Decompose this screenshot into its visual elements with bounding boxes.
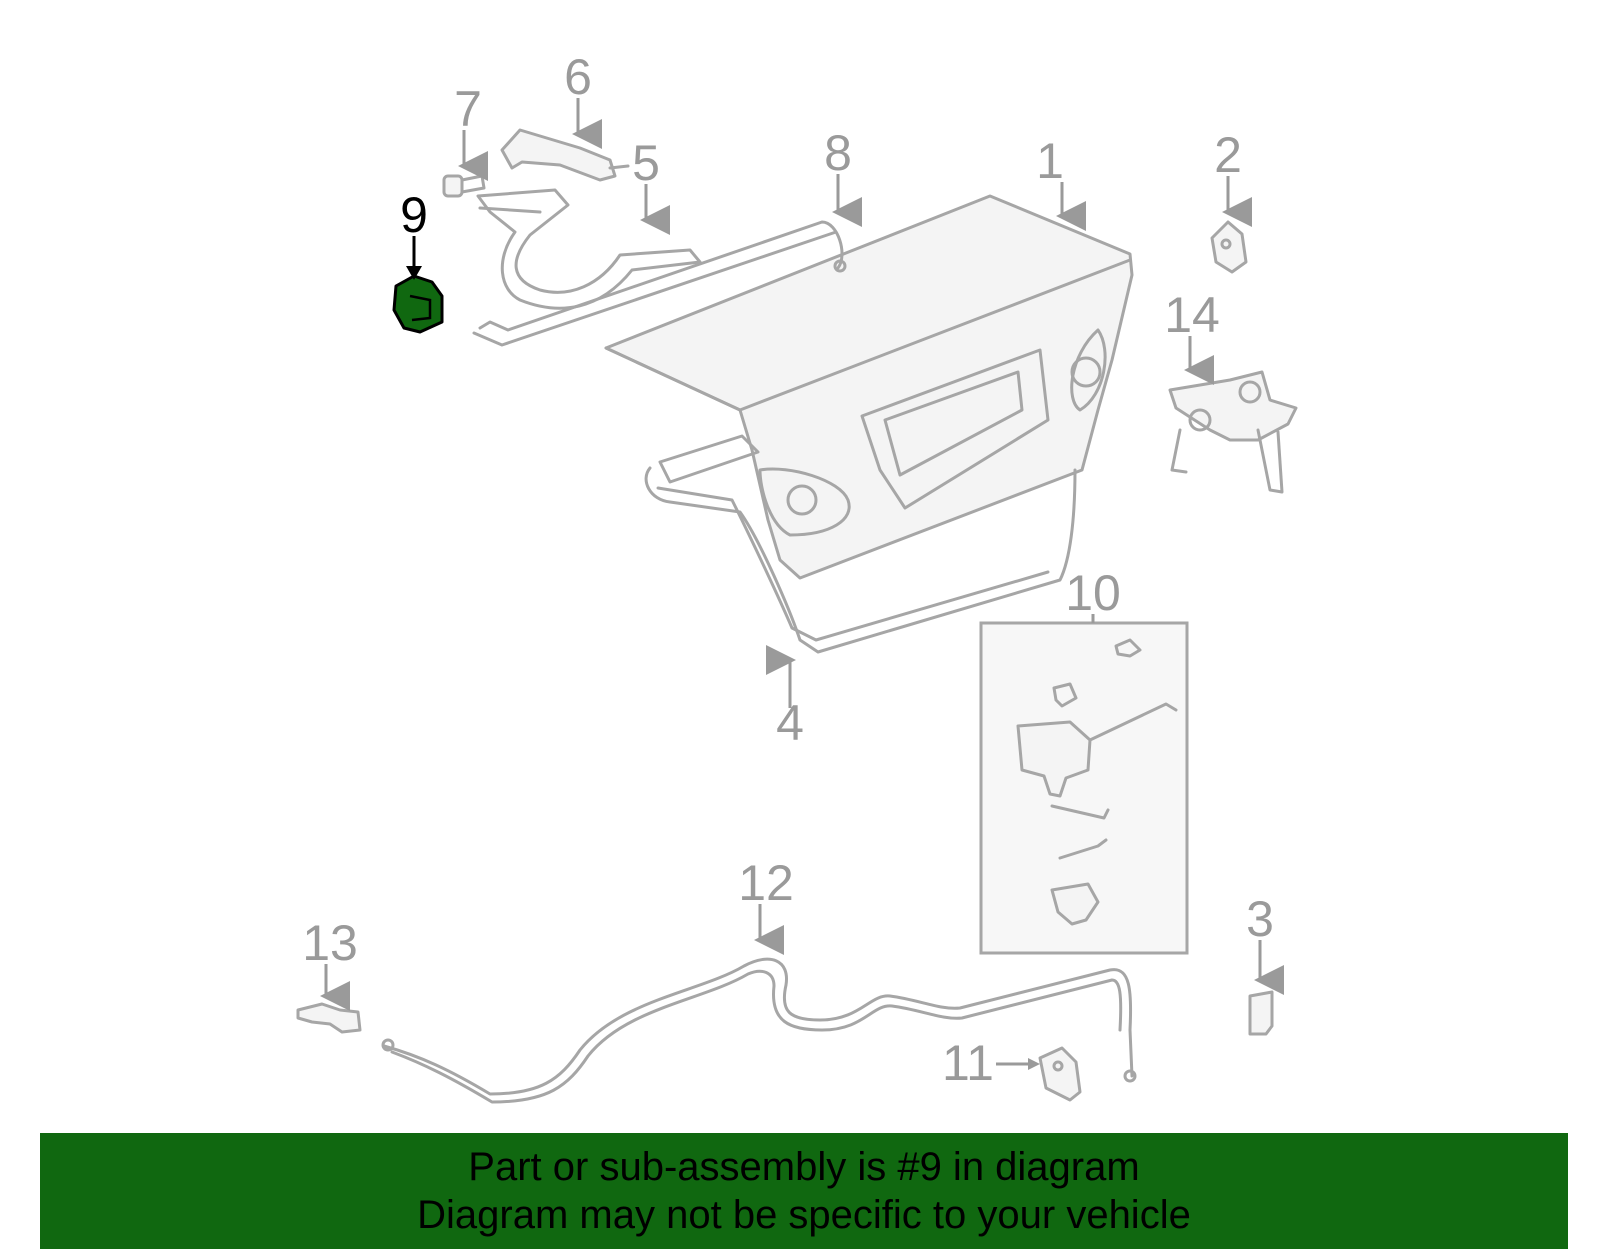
- callout-label-6: 6: [564, 49, 592, 105]
- callout-label-13: 13: [302, 915, 358, 971]
- callout-3: 3: [1246, 891, 1284, 995]
- callout-10: 10: [1065, 565, 1121, 623]
- part-11-bracket[interactable]: [1038, 1046, 1082, 1102]
- callout-13: 13: [302, 915, 358, 1011]
- part-13-clip[interactable]: [296, 1002, 362, 1034]
- callout-8: 8: [824, 125, 862, 227]
- callout-label-5: 5: [632, 135, 660, 191]
- callout-label-2: 2: [1214, 127, 1242, 183]
- callout-label-8: 8: [824, 125, 852, 181]
- callout-label-4: 4: [776, 695, 804, 751]
- part-9-bumper[interactable]: [392, 274, 444, 334]
- part-4-weatherstrip[interactable]: [644, 434, 1077, 654]
- callout-12: 12: [738, 855, 794, 955]
- part-1-trunk-lid[interactable]: [604, 194, 1134, 580]
- callout-label-12: 12: [738, 855, 794, 911]
- part-6-handle[interactable]: [500, 128, 630, 182]
- part-7-bolt[interactable]: [442, 174, 486, 198]
- part-10-latch-kit[interactable]: [979, 621, 1189, 955]
- callout-label-1: 1: [1036, 133, 1064, 189]
- callout-7: 7: [454, 81, 488, 181]
- part-8-rod[interactable]: [472, 220, 847, 347]
- info-banner: Part or sub-assembly is #9 in diagram Di…: [40, 1133, 1568, 1249]
- callout-1: 1: [1036, 133, 1086, 231]
- callout-label-14: 14: [1164, 287, 1220, 343]
- callout-label-7: 7: [454, 81, 482, 137]
- callout-4: 4: [766, 645, 804, 751]
- callout-5: 5: [632, 135, 670, 235]
- callout-label-3: 3: [1246, 891, 1274, 947]
- part-5-hinge[interactable]: [476, 188, 702, 310]
- callout-14: 14: [1164, 287, 1220, 385]
- callout-2: 2: [1214, 127, 1252, 227]
- callout-9: 9: [400, 187, 428, 280]
- callout-11: 11: [942, 1035, 1040, 1091]
- part-12-release-cable[interactable]: [381, 957, 1137, 1104]
- part-3-pad[interactable]: [1248, 990, 1274, 1036]
- callout-label-11: 11: [942, 1035, 994, 1091]
- part-2-cap[interactable]: [1210, 220, 1248, 274]
- part-14-lock-cylinder[interactable]: [1168, 370, 1298, 494]
- callout-label-10: 10: [1065, 565, 1121, 621]
- callout-label-9: 9: [400, 187, 428, 243]
- callout-6: 6: [564, 49, 602, 149]
- banner-line-1: Part or sub-assembly is #9 in diagram: [468, 1145, 1140, 1189]
- banner-line-2: Diagram may not be specific to your vehi…: [417, 1193, 1191, 1237]
